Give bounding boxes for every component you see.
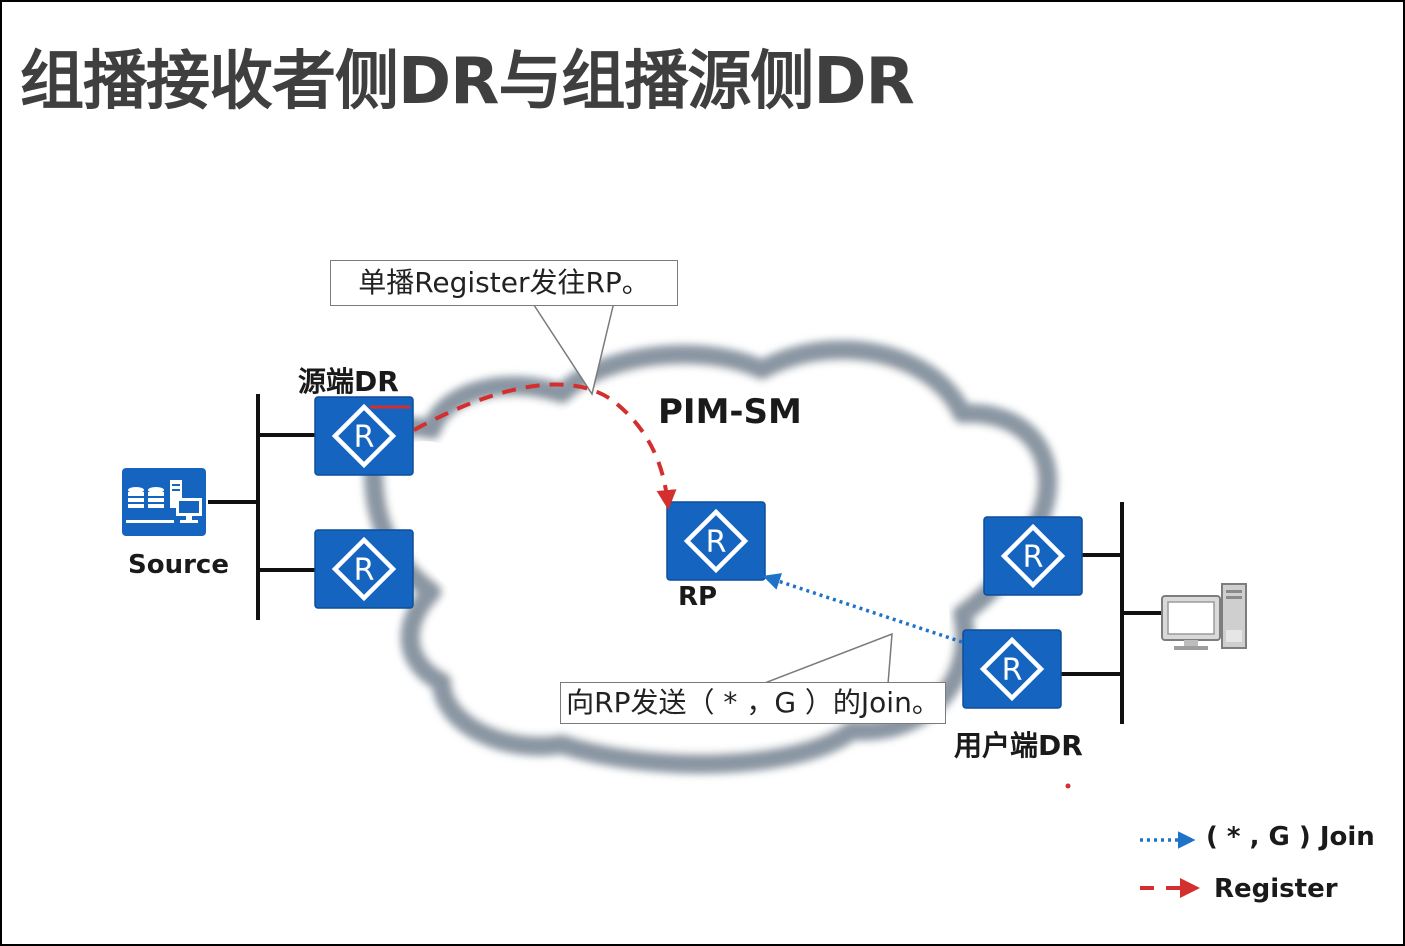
legend (1140, 831, 1200, 898)
register-arrow (413, 382, 677, 510)
receiver-lan (1060, 502, 1162, 724)
page-title: 组播接收者侧DR与组播源侧DR (20, 45, 915, 119)
source-lan (208, 394, 316, 620)
legend-join-label: ( * , G ) Join (1206, 822, 1375, 852)
pc-icon (1161, 583, 1247, 650)
receiver-dr-label: 用户端DR (954, 729, 1083, 762)
register-callout: 单播Register发往RP。 (330, 260, 678, 306)
router-icon (667, 502, 765, 580)
pim-sm-label: PIM-SM (658, 392, 802, 432)
router-icon (984, 517, 1082, 595)
rp-label: RP (678, 582, 718, 612)
router-icon (963, 630, 1061, 708)
marker-dot (1065, 783, 1071, 789)
router-icon (315, 397, 413, 475)
legend-register-label: Register (1214, 874, 1338, 904)
join-callout: 向RP发送（ * ，G ）的Join。 (560, 682, 946, 724)
router-icon (315, 530, 413, 608)
server-icon (122, 468, 206, 536)
source-dr-label: 源端DR (298, 365, 399, 398)
source-label: Source (128, 550, 229, 580)
